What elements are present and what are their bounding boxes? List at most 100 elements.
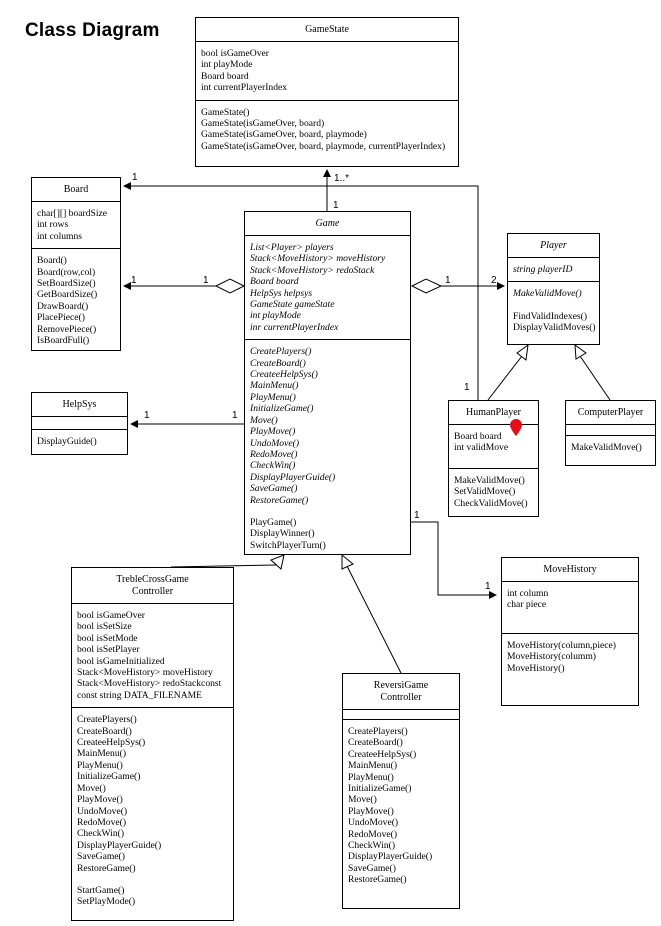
mult-game-player-source: 1 xyxy=(445,275,451,286)
member-line: Board() xyxy=(37,255,67,267)
member-line: CreateeHelpSys() xyxy=(77,737,146,749)
member-line: bool isGameOver xyxy=(201,48,269,59)
member-line: DrawBoard() xyxy=(37,300,89,312)
member-line: Move() xyxy=(250,414,278,426)
member-line: Board(row,col) xyxy=(37,266,96,278)
class-computerplayer[interactable]: ComputerPlayer MakeValidMove() xyxy=(565,400,656,466)
member-line: MoveHistory() xyxy=(507,662,565,674)
edge-humanplayer-player xyxy=(487,355,523,401)
class-name: MoveHistory xyxy=(502,558,638,582)
class-name: ComputerPlayer xyxy=(566,401,655,425)
member-line: bool isSetMode xyxy=(77,632,138,644)
member-line: Board board xyxy=(454,431,502,442)
attributes xyxy=(32,417,127,430)
concrete-methods: FindValidIndexes()DisplayValidMoves() xyxy=(513,311,596,334)
member-line: MainMenu() xyxy=(77,748,127,760)
member-line: int column xyxy=(507,588,549,599)
attributes: string playerID xyxy=(508,258,599,283)
mult-game-gamestate-source: 1 xyxy=(333,200,339,211)
aggregation-diamond-player xyxy=(410,278,443,294)
edge-computerplayer-player xyxy=(579,355,611,401)
inheritance-triangle-computer xyxy=(574,343,587,360)
member-line: GameState gameState xyxy=(250,299,335,311)
mult-game-board-source: 1 xyxy=(203,275,209,286)
member-line: InitializeGame() xyxy=(77,771,141,783)
member-line: PlayMove() xyxy=(250,426,296,438)
member-line: RedoMove() xyxy=(348,828,398,840)
member-line: DisplayGuide() xyxy=(37,436,97,447)
page-title: Class Diagram xyxy=(25,20,160,41)
class-name: HumanPlayer xyxy=(449,401,538,425)
member-line: InitializeGame() xyxy=(250,403,314,415)
mult-human-board-target: 1 xyxy=(132,172,138,183)
edge-treblecross-game xyxy=(170,564,277,568)
member-line: SaveGame() xyxy=(250,483,298,495)
member-line: Move() xyxy=(348,794,377,806)
methods: CreatePlayers()CreateBoard()CreateeHelpS… xyxy=(343,720,459,892)
member-line: char piece xyxy=(507,599,547,611)
class-helpsys[interactable]: HelpSys DisplayGuide() xyxy=(31,392,128,455)
member-line: MakeValidMove() xyxy=(513,288,582,300)
aggregation-diamond-board xyxy=(214,278,246,294)
member-line: bool isGameOver xyxy=(77,610,145,621)
member-line: CheckValidMove() xyxy=(454,497,528,509)
mult-game-gamestate-target: 1..* xyxy=(334,173,350,184)
member-line: Controller xyxy=(380,692,422,703)
class-player[interactable]: Player string playerID MakeValidMove() F… xyxy=(507,233,600,345)
class-name: GameState xyxy=(196,18,458,42)
member-line: GameState(isGameOver, board, playmode) xyxy=(201,129,367,141)
member-line: CreatePlayers() xyxy=(77,714,137,726)
location-pin-icon xyxy=(510,419,522,436)
member-line: PlayMenu() xyxy=(250,391,296,403)
member-line: DisplayWinner() xyxy=(250,528,315,540)
methods: CreatePlayers()CreateBoard()CreateeHelpS… xyxy=(72,708,233,914)
member-line: List<Player> players xyxy=(250,242,334,253)
member-line: bool isSetPlayer xyxy=(77,644,140,656)
member-line: SetValidMove() xyxy=(454,486,516,498)
methods: Board()Board(row,col)SetBoardSize()GetBo… xyxy=(32,249,120,352)
member-line: int columns xyxy=(37,230,83,242)
member-line: MakeValidMove() xyxy=(454,474,525,486)
member-line: TrebleCrossGame xyxy=(116,574,189,585)
mult-game-helpsys-source: 1 xyxy=(232,410,238,421)
member-line: Board board xyxy=(201,70,249,82)
mult-game-movehistory-target: 1 xyxy=(485,581,491,592)
member-line: Stack<MoveHistory> redoStack xyxy=(250,264,375,276)
member-line: int currentPlayerIndex xyxy=(201,82,288,94)
edge-game-movehistory xyxy=(411,521,497,599)
abstract-methods: CreatePlayers()CreateBoard()CreateeHelpS… xyxy=(250,346,405,506)
member-line: PlayMove() xyxy=(77,794,123,806)
member-line: Stack<MoveHistory> moveHistory xyxy=(250,253,386,265)
member-line: char[][] boardSize xyxy=(37,208,108,219)
mult-human-board-source: 1 xyxy=(464,382,470,393)
member-line: CreateBoard() xyxy=(348,737,403,749)
member-line: GetBoardSize() xyxy=(37,289,98,301)
member-line: int rows xyxy=(37,219,69,231)
extra-methods: StartGame()SetPlayMode() xyxy=(77,885,228,908)
inheritance-triangle-reversi xyxy=(341,553,354,570)
edge-humanplayer-board xyxy=(123,182,479,400)
member-line: inr currentPlayerIndex xyxy=(250,321,339,333)
methods: GameState()GameState(isGameOver, board)G… xyxy=(196,101,458,159)
member-line: int playMode xyxy=(250,310,301,322)
member-line: StartGame() xyxy=(77,884,125,896)
member-line: RedoMove() xyxy=(77,816,127,828)
member-line: MoveHistory(column,piece) xyxy=(507,639,616,651)
member-line: CheckWin() xyxy=(250,460,296,472)
class-name: Player xyxy=(508,234,599,258)
member-line: MoveHistory(columm) xyxy=(507,651,596,663)
member-line: IsBoardFull() xyxy=(37,335,90,347)
attributes xyxy=(343,710,459,720)
member-line: GameState(isGameOver, board) xyxy=(201,118,325,130)
member-line: SwitchPlayerTurn() xyxy=(250,539,326,551)
member-line: PlayGame() xyxy=(250,516,297,528)
